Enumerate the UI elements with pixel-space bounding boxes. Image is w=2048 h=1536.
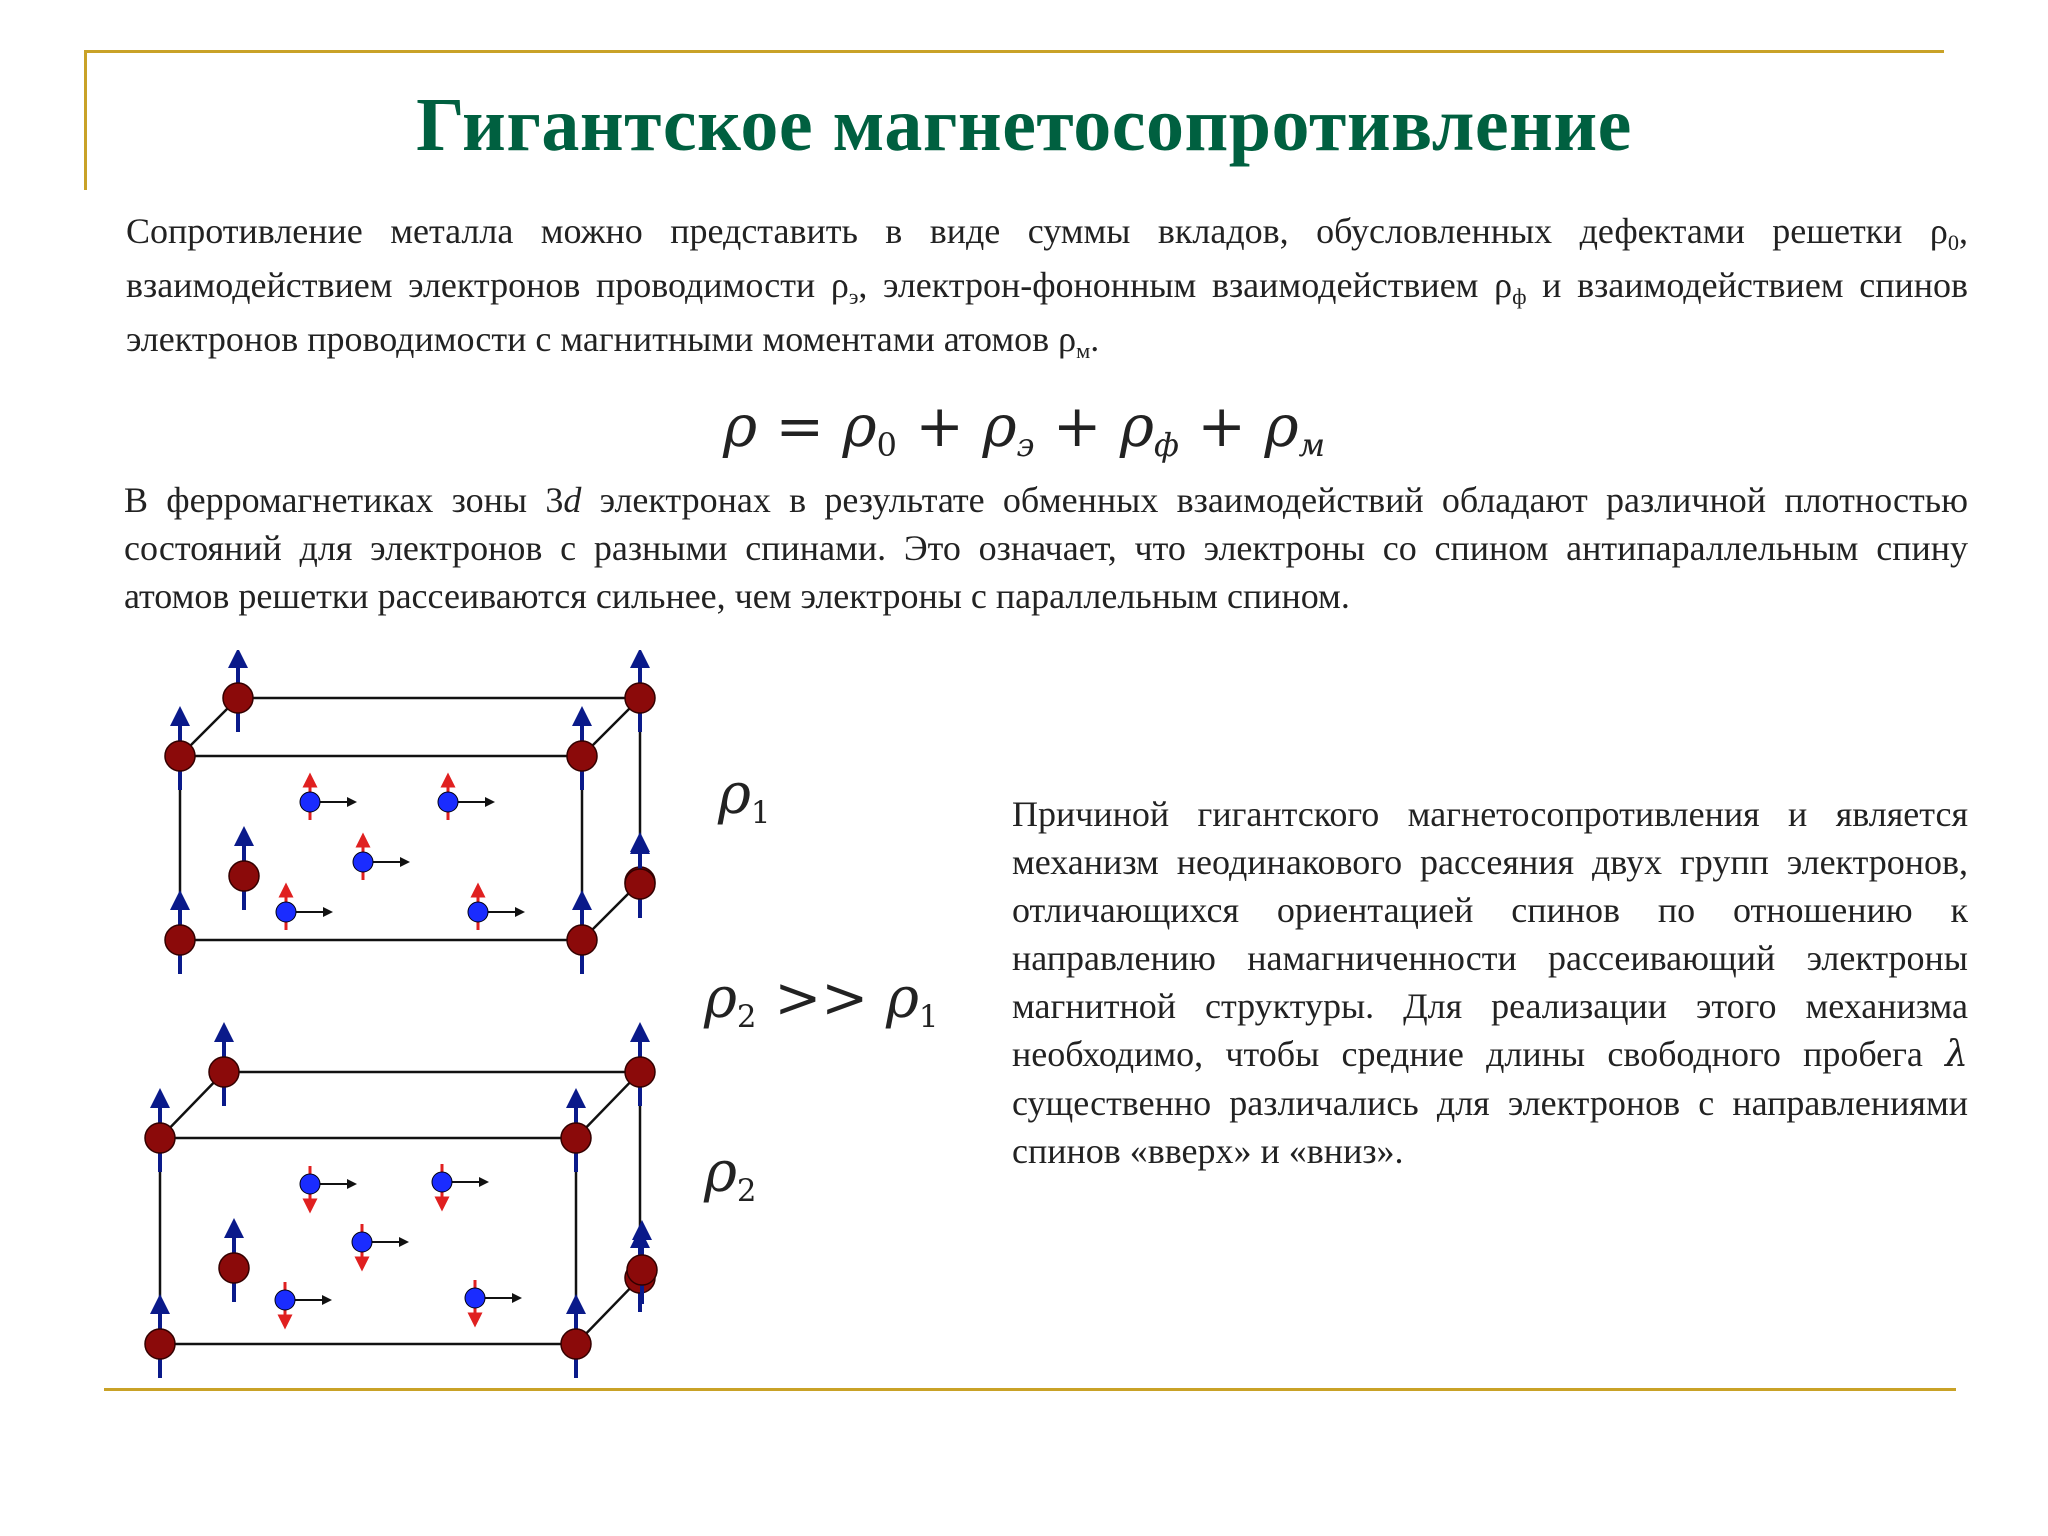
lattice-atom — [566, 924, 598, 956]
lattice-front-face — [158, 1136, 578, 1346]
lattice-diagram-parallel — [164, 650, 656, 974]
rho2-gg-rho1-label: ρ2 >> ρ1 — [704, 966, 939, 1035]
lattice-atom — [208, 1056, 240, 1088]
frame-bottom-line — [104, 1388, 1956, 1391]
conduction-electron — [352, 851, 374, 873]
resistance-formula: ρ = ρ0 + ρэ + ρф + ρм — [722, 392, 1326, 465]
paragraph-ferromagnet: В ферромагнетиках зоны 3d электронах в р… — [124, 480, 1968, 616]
conduction-electron — [464, 1287, 486, 1309]
frame-left-line — [84, 50, 87, 190]
lattice-atom — [560, 1328, 592, 1360]
frame-top-line — [84, 50, 1944, 53]
lattice-atom — [222, 682, 254, 714]
lattice-atom — [626, 1254, 658, 1286]
lattice-atom — [218, 1252, 250, 1284]
conduction-electron — [351, 1231, 373, 1253]
lattice-atom — [560, 1122, 592, 1154]
conduction-electron — [299, 791, 321, 813]
lattice-atom — [164, 740, 196, 772]
lattice-atom — [566, 740, 598, 772]
paragraph-gmr-cause: Причиной гигантского магнетосопротивлени… — [1012, 794, 1968, 1171]
lattice-atom — [228, 860, 260, 892]
conduction-electron — [467, 901, 489, 923]
lattice-atom — [624, 1056, 656, 1088]
conduction-electron — [431, 1171, 453, 1193]
lattice-atom — [624, 868, 656, 900]
lattice-atom — [144, 1328, 176, 1360]
slide-title: Гигантское магнетосопротивление — [416, 83, 1632, 167]
rho1-label: ρ1 — [718, 762, 771, 831]
lattice-atom — [624, 682, 656, 714]
conduction-electron — [299, 1173, 321, 1195]
conduction-electron — [437, 791, 459, 813]
rho2-label: ρ2 — [704, 1140, 757, 1209]
lattice-atom — [164, 924, 196, 956]
lattice-front-face — [178, 754, 584, 942]
lattice-diagram-antiparallel — [144, 1022, 658, 1378]
conduction-electron — [274, 1289, 296, 1311]
lattice-atom — [144, 1122, 176, 1154]
conduction-electron — [275, 901, 297, 923]
paragraph-resistance-sum: Сопротивление металла можно представить … — [126, 211, 1968, 364]
